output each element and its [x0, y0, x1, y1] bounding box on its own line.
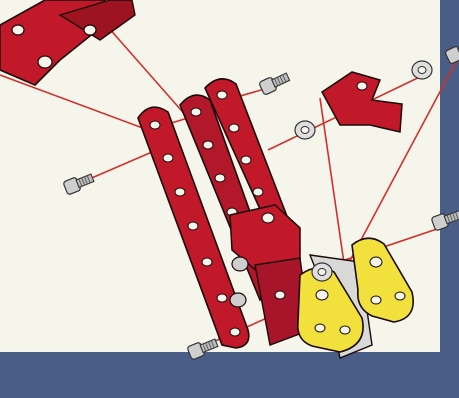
washer-icon — [295, 121, 315, 139]
frame-bottom-edge — [0, 352, 459, 398]
washer-icon — [312, 263, 332, 281]
washer-icon — [412, 61, 432, 79]
